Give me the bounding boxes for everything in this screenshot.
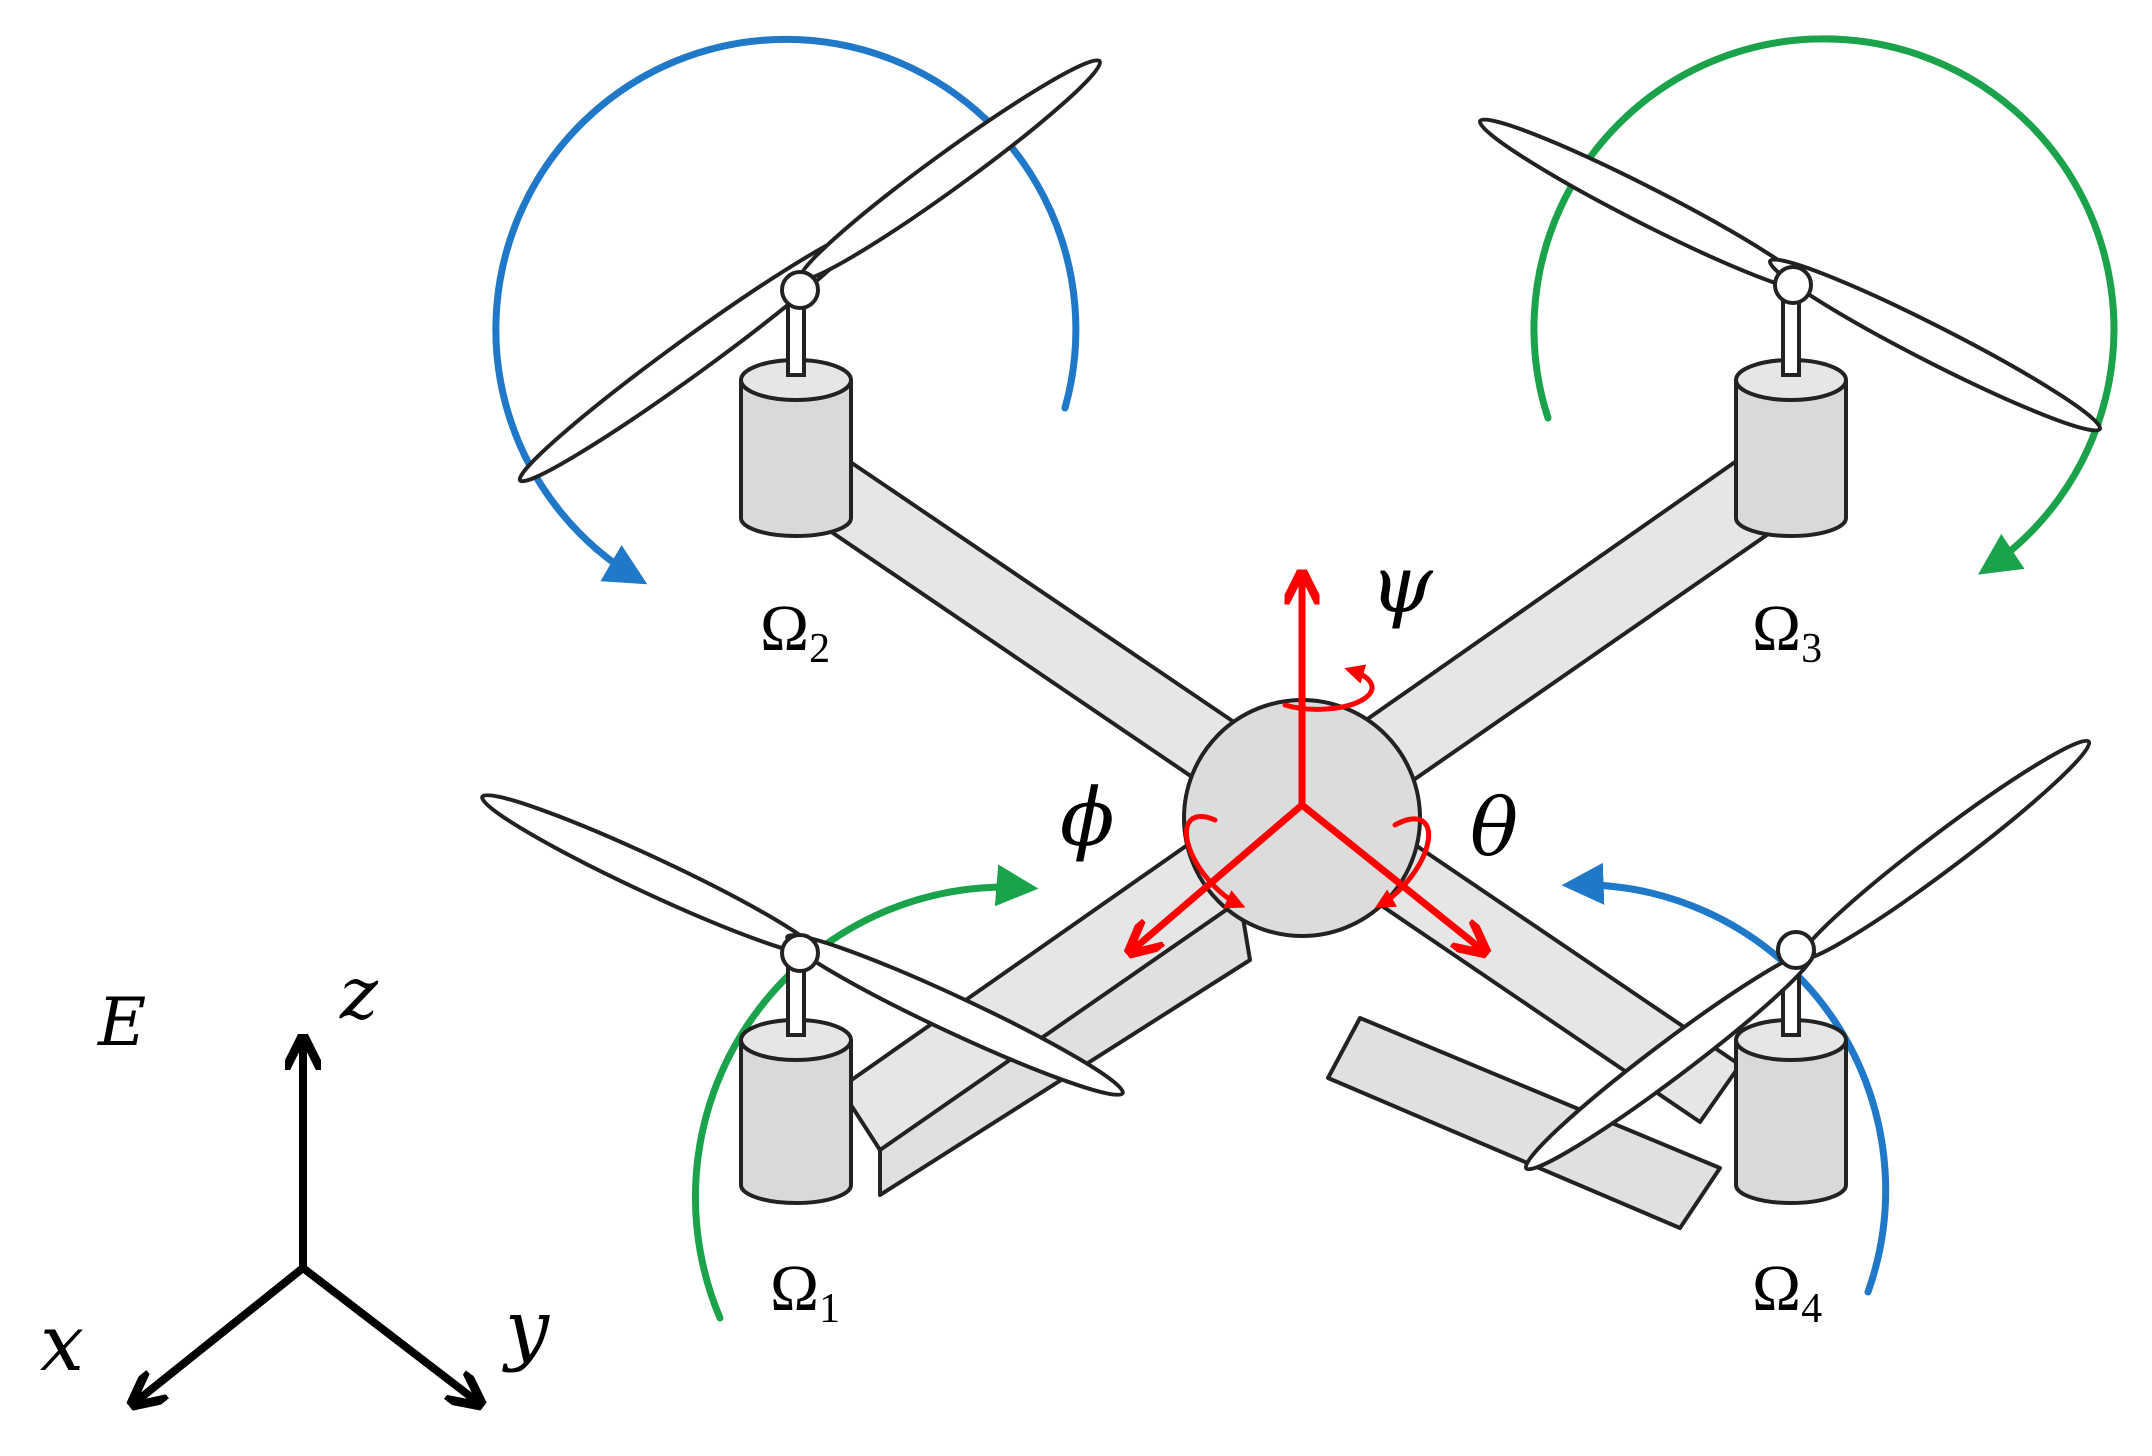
propeller-3 — [1477, 117, 2103, 433]
rotor-3-label: Ω3 — [1752, 592, 1822, 672]
rotor-2-label: Ω2 — [760, 592, 830, 672]
propeller-4 — [1523, 738, 2092, 1172]
motor-1 — [739, 1018, 853, 1205]
pitch-label: θ — [1470, 781, 1518, 874]
rotor-3-spin-arrow — [1530, 35, 2118, 575]
rotor-4-label: Ω4 — [1752, 1252, 1822, 1332]
pitch-axis-arrow — [1298, 801, 1480, 948]
spin-arrows — [492, 35, 2118, 1322]
y-axis-label: y — [502, 1284, 550, 1374]
roll-rotation-arrow — [1183, 813, 1246, 909]
inertial-frame — [138, 1045, 475, 1400]
roll-axis-arrow — [1135, 801, 1306, 948]
propellers — [480, 58, 2103, 1172]
motor-4 — [1734, 1018, 1848, 1205]
x-axis-arrow — [138, 1264, 307, 1400]
arm-rear — [1326, 1016, 1722, 1230]
motor-3 — [1734, 358, 1848, 538]
propeller-2 — [517, 58, 1103, 484]
rotor-1-spin-arrow — [691, 864, 1039, 1322]
pitch-rotation-arrow — [1374, 816, 1432, 908]
y-axis-arrow — [299, 1264, 475, 1400]
rotor-1-label: Ω1 — [770, 1252, 840, 1332]
shaft-3 — [1781, 293, 1801, 377]
frame-label: E — [97, 984, 146, 1061]
motor-2 — [739, 358, 853, 538]
z-axis-label: z — [339, 951, 379, 1035]
rotor-2-spin-arrow — [492, 35, 1080, 585]
roll-label: ϕ — [1060, 771, 1115, 864]
rotor-4-spin-arrow — [1561, 862, 1890, 1296]
propeller-1 — [480, 793, 1125, 1097]
yaw-rotation-arrow — [1282, 664, 1375, 712]
body-axes — [1135, 580, 1480, 948]
x-axis-label: x — [40, 1299, 84, 1389]
yaw-label: ψ — [1370, 538, 1434, 631]
labels: E z x y ψ ϕ θ Ω2 Ω3 Ω1 Ω4 — [40, 538, 1822, 1389]
